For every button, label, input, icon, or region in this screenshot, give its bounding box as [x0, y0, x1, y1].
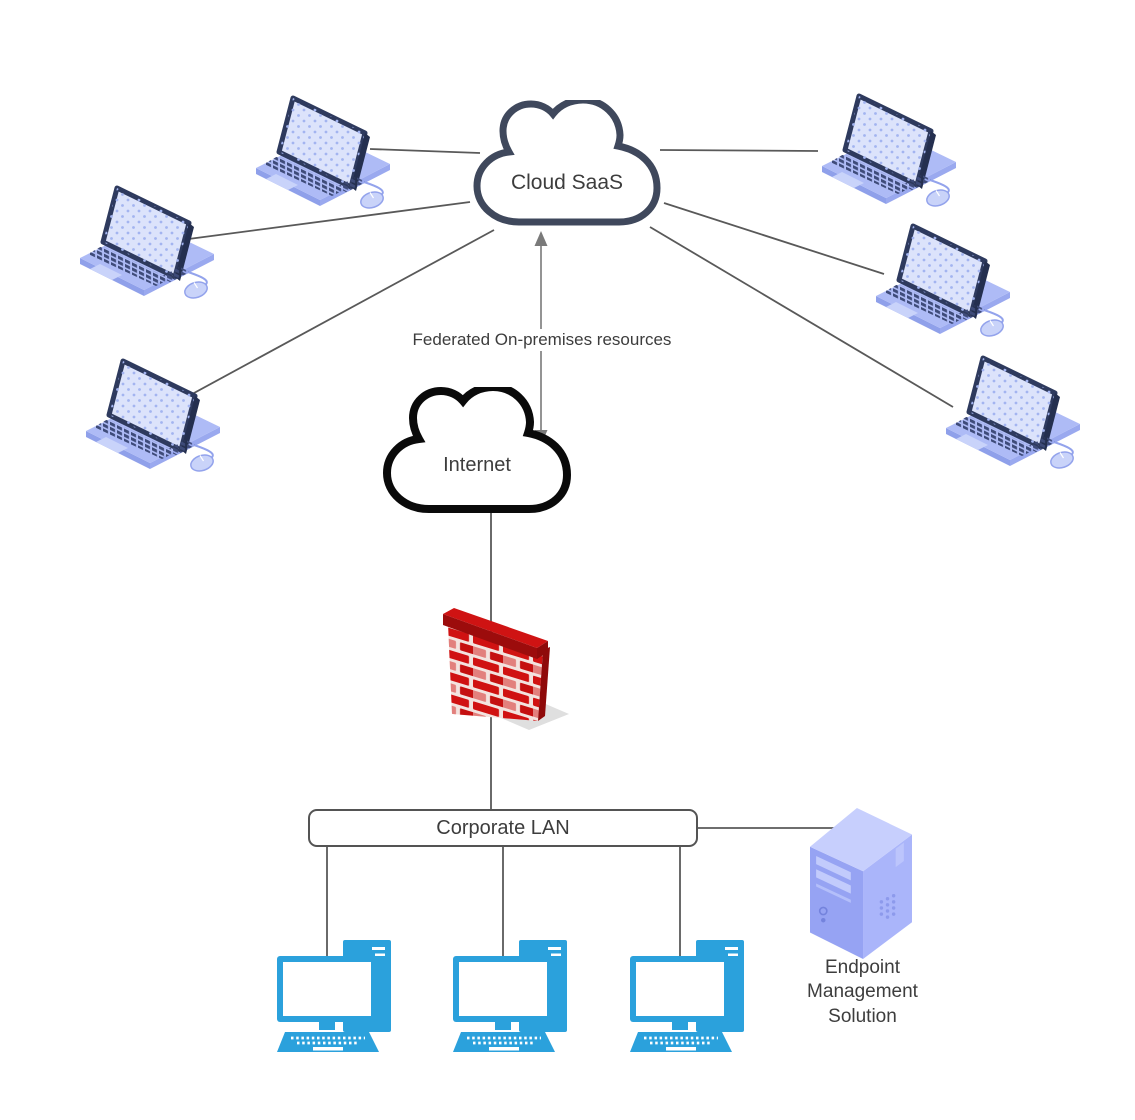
firewall-icon [443, 602, 573, 730]
laptop-icon-bottom-left [82, 343, 222, 475]
workstation-icon-left [277, 940, 397, 1052]
cloud-saas-node [467, 100, 667, 232]
link-cloud-laptop-bottom-left [182, 229, 495, 400]
internet-label: Internet [443, 454, 511, 476]
internet-cloud-node [377, 387, 577, 519]
cloud-saas-label: Cloud SaaS [510, 171, 624, 194]
laptop-icon-middle-right [872, 208, 1012, 340]
corporate-lan-label: Corporate LAN [436, 817, 570, 839]
workstation-icon-center [453, 940, 573, 1052]
link-cloud-laptop-middle-left [180, 201, 471, 241]
link-cloud-laptop-bottom-right [649, 226, 954, 408]
link-cloud-laptop-top-right [659, 149, 819, 152]
link-cloud-laptop-middle-right [663, 202, 885, 275]
corporate-lan-node: Corporate LAN [308, 809, 698, 847]
endpoint-server-label: Endpoint Management Solution [807, 957, 918, 1027]
laptop-icon-middle-left [76, 170, 216, 302]
federation-link-label: Federated On-premises resources [411, 329, 673, 351]
laptop-icon-top-left [252, 80, 392, 212]
link-cloud-laptop-top-left [369, 148, 481, 154]
laptop-icon-bottom-right [942, 340, 1082, 472]
workstation-icon-right [630, 940, 750, 1052]
laptop-icon-top-right [818, 78, 958, 210]
server-tower-icon [810, 808, 912, 961]
